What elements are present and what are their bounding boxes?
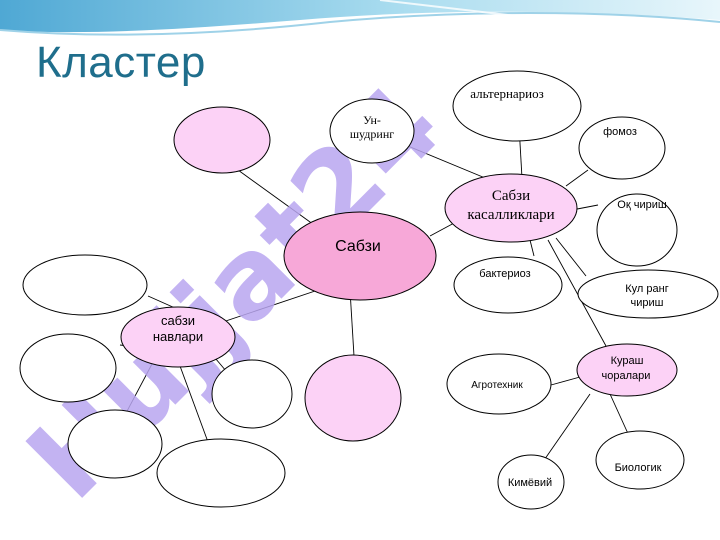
node-diseases: Сабзи касалликлари [444, 173, 578, 243]
node-empty-left-middle [19, 333, 117, 403]
node-empty-left-top [22, 254, 148, 316]
node-empty-center-pink [304, 354, 402, 442]
node-empty-bottom-left [67, 409, 163, 479]
node-kul-rang-line1: Кул ранг [625, 283, 668, 295]
node-un-shudring: Ун- шудринг [329, 98, 415, 164]
node-empty-center-left [211, 359, 293, 429]
node-alternarioz: альтернариоз [452, 70, 582, 142]
node-diseases-line2: касалликлари [467, 207, 554, 223]
node-biologik: Биологик [595, 430, 685, 490]
node-biologik-label: Биологик [615, 462, 662, 474]
page-title: Кластер [36, 38, 206, 87]
node-oq-chirish: Оқ чириш [596, 193, 678, 267]
node-un-shudring-line2: шудринг [350, 127, 394, 141]
node-fomoz-label: фомоз [603, 126, 637, 138]
node-kimyoviy: Кимёвий [497, 454, 565, 510]
node-kurash-line2: чоралари [602, 370, 651, 382]
node-kurash-choralari: Кураш чоралари [576, 343, 678, 397]
node-varieties-line2: навлари [153, 329, 203, 344]
node-kul-rang-chirish: Кул ранг чириш [577, 269, 719, 319]
node-agrotexnik-label: Агротехник [471, 380, 523, 391]
node-empty-bottom-center [156, 438, 286, 508]
node-diseases-line1: Сабзи [492, 188, 530, 204]
node-center-sabzi: Сабзи [283, 211, 437, 301]
node-agrotexnik: Агротехник [446, 353, 552, 415]
node-kurash-line1: Кураш [611, 355, 644, 367]
node-alternarioz-label: альтернариоз [470, 86, 544, 101]
node-oq-chirish-label: Оқ чириш [617, 199, 667, 211]
top-banner [0, 0, 720, 41]
node-bakterioz-label: бактериоз [479, 268, 530, 280]
node-kimyoviy-label: Кимёвий [508, 477, 552, 489]
node-kul-rang-line2: чириш [631, 297, 664, 309]
node-empty-top-left [173, 106, 271, 174]
node-fomoz: фомоз [578, 116, 666, 180]
node-center-label: Сабзи [335, 238, 381, 255]
node-un-shudring-line1: Ун- [363, 113, 381, 127]
node-varieties-line1: сабзи [161, 313, 195, 328]
node-varieties: сабзи навлари [120, 306, 236, 368]
node-bakterioz: бактериоз [453, 256, 563, 314]
